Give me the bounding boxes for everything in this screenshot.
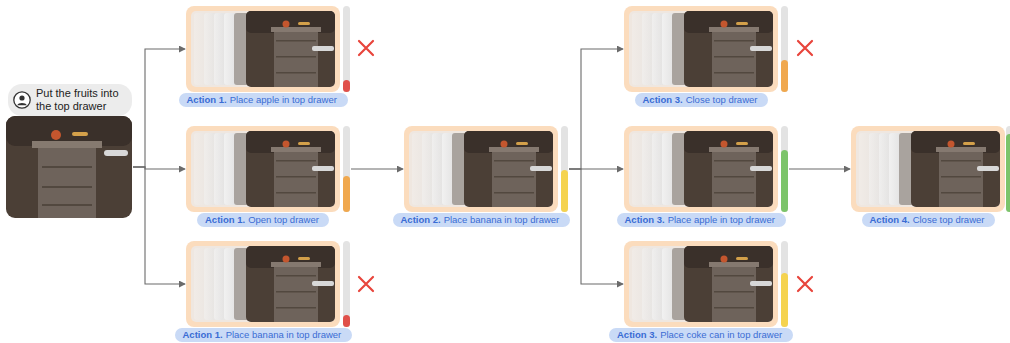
action-node: Action 3.Place coke can in top drawer [624,241,788,343]
action-label: Action 1.Place banana in top drawer [175,328,352,342]
action-text: Open top drawer [248,214,319,225]
action-label: Action 4.Close top drawer [862,213,995,227]
action-number: Action 1. [187,94,227,105]
action-number: Action 3. [643,94,683,105]
action-number: Action 4. [870,214,910,225]
action-node: Action 1.Place banana in top drawer [186,241,350,343]
action-label: Action 3.Place apple in top drawer [617,213,786,227]
thumbnail [186,241,340,327]
thumbnail [624,241,778,327]
flow-arrow [351,168,403,169]
action-label: Action 3.Close top drawer [635,93,768,107]
thumbnail [186,6,340,92]
action-text: Place apple in top drawer [230,94,337,105]
flow-arrow [569,169,623,284]
action-label: Action 1.Place apple in top drawer [179,93,348,107]
flow-arrow [133,167,185,284]
thumbnail [624,126,778,212]
action-label: Action 3.Place coke can in top drawer [609,328,793,342]
action-node: Action 2.Place banana in top drawer [404,126,568,232]
action-text: Place apple in top drawer [668,214,775,225]
instruction-text: Put the fruits into the top drawer [36,87,126,113]
reject-mark [359,41,373,55]
flow-arrow [789,168,850,169]
action-number: Action 3. [617,329,657,340]
action-text: Place coke can in top drawer [660,329,782,340]
action-label: Action 1.Open top drawer [197,213,329,227]
action-number: Action 2. [401,214,441,225]
score-bars [343,6,1010,327]
thumbnail [851,126,1005,212]
reject-mark [359,277,373,291]
action-number: Action 1. [183,329,223,340]
user-icon [13,91,31,109]
action-node: Action 1.Place apple in top drawer [186,6,350,112]
thumbnail [186,126,340,212]
thumbnail [404,126,558,212]
action-node: Action 3.Place apple in top drawer [624,126,788,232]
action-text: Close top drawer [913,214,985,225]
flow-arrow [569,49,623,169]
start-image [6,116,132,218]
prompt-node: Put the fruits into the top drawer [6,84,132,218]
action-node: Action 4.Close top drawer [851,126,1010,232]
action-number: Action 3. [625,214,665,225]
speech-bubble: Put the fruits into the top drawer [8,84,132,116]
action-number: Action 1. [205,214,245,225]
action-label: Action 2.Place banana in top drawer [393,213,570,227]
action-text: Place banana in top drawer [444,214,560,225]
action-text: Place banana in top drawer [226,329,342,340]
reject-mark [798,277,812,291]
action-node: Action 1.Open top drawer [186,126,350,232]
thumbnail [624,6,778,92]
action-text: Close top drawer [686,94,758,105]
action-node: Action 3.Close top drawer [624,6,788,112]
reject-mark [798,41,812,55]
flow-arrow [133,49,185,167]
